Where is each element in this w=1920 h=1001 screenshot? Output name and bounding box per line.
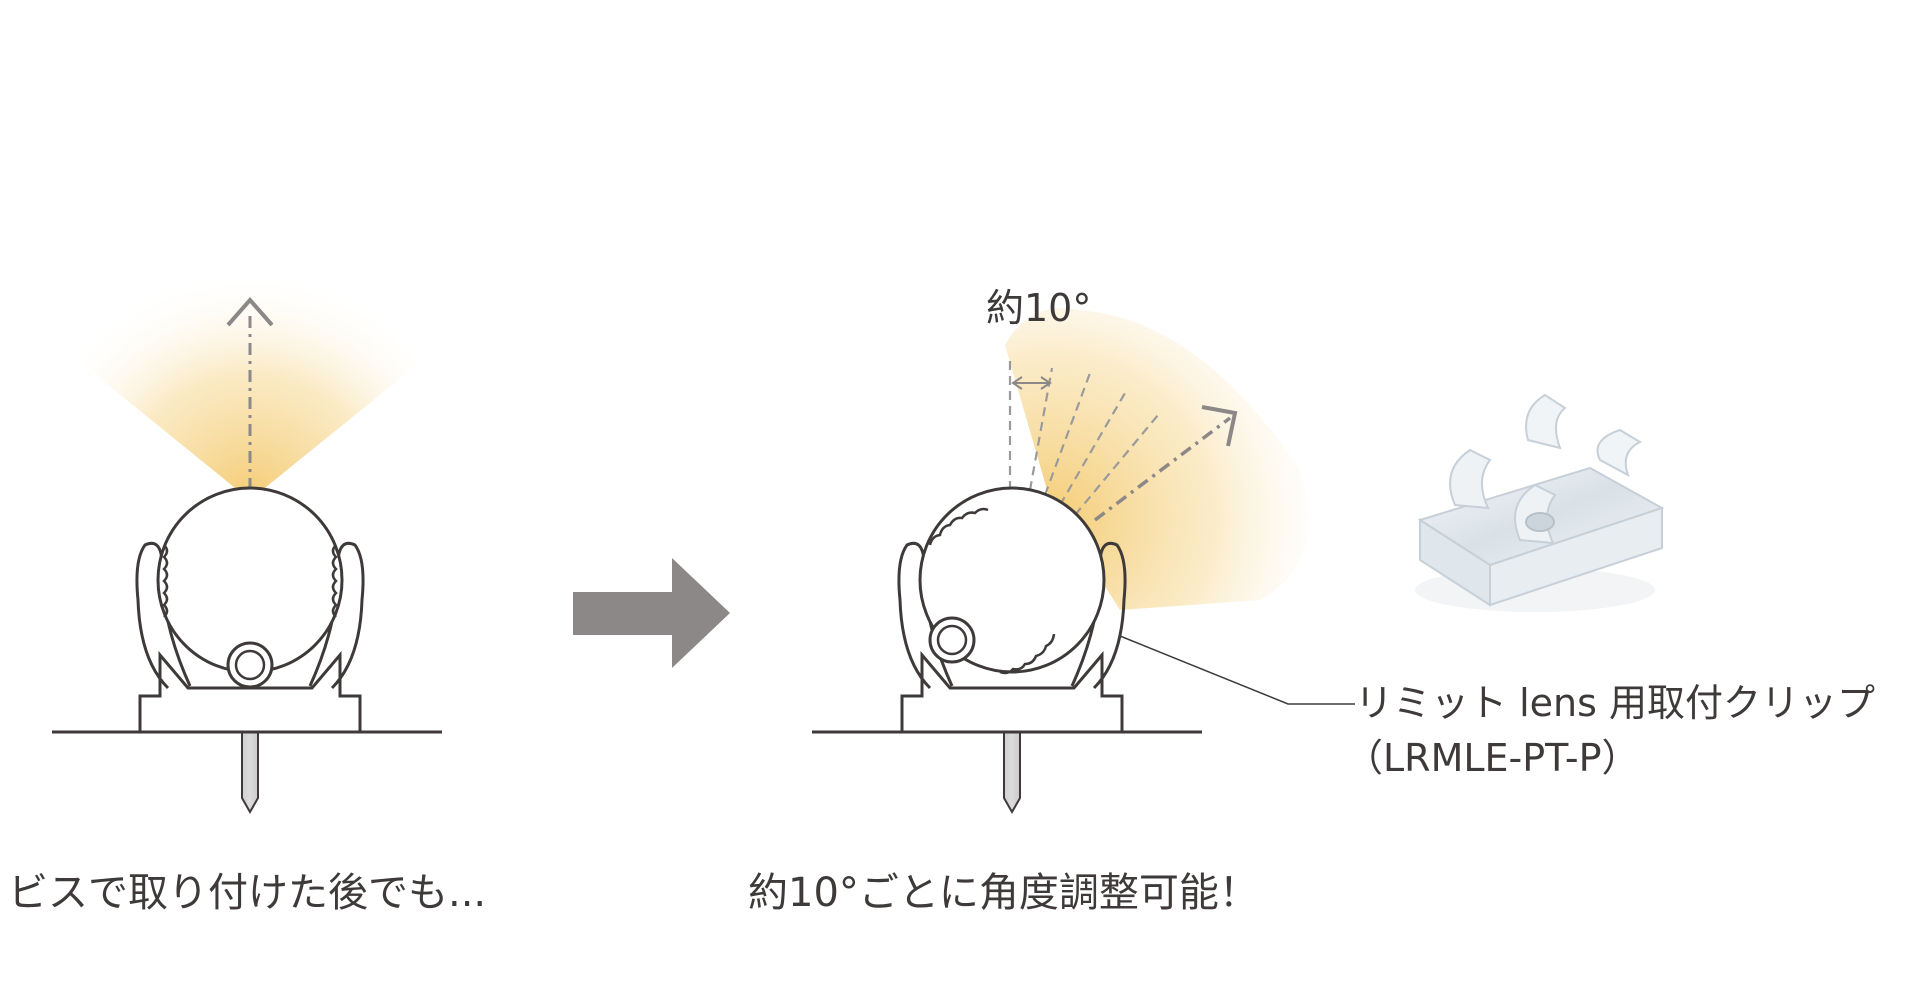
left-holder-base (138, 650, 362, 734)
right-caption: 約10°ごとに角度調整可能！ (748, 870, 1259, 916)
product-code: （LRMLE-PT-P） (1345, 736, 1640, 780)
product-leader-line (1119, 635, 1355, 705)
right-lens-serration-bottom (999, 633, 1056, 675)
left-screw-head-inner (234, 649, 266, 681)
angle-step-line-3 (1059, 392, 1126, 506)
product-clip-image (1415, 393, 1665, 612)
angle-measure-head-right (1040, 376, 1052, 390)
right-beam-line (1093, 416, 1232, 522)
angle-measure-head-left (1011, 376, 1023, 390)
right-holder-base (900, 650, 1124, 734)
right-beam-arrowhead (1201, 405, 1238, 447)
left-beam-arrowhead (226, 296, 274, 327)
angle-label: 約10° (986, 286, 1092, 330)
transition-arrow (573, 558, 730, 668)
right-screw-head-inner (936, 624, 968, 656)
right-lens-serration-top (928, 507, 989, 546)
angle-step-lines (1008, 360, 1159, 516)
right-illustration (812, 308, 1355, 815)
product-name: リミット lens 用取付クリップ (1355, 681, 1875, 725)
angle-step-line-1 (1028, 367, 1054, 491)
left-lens-serration-right (331, 544, 338, 618)
angle-step-line-4 (1074, 414, 1159, 516)
left-caption: ビスで取り付けた後でも... (8, 870, 487, 916)
angle-step-line-2 (1043, 372, 1092, 496)
left-illustration (40, 260, 460, 815)
left-lens-serration-left (162, 544, 169, 618)
